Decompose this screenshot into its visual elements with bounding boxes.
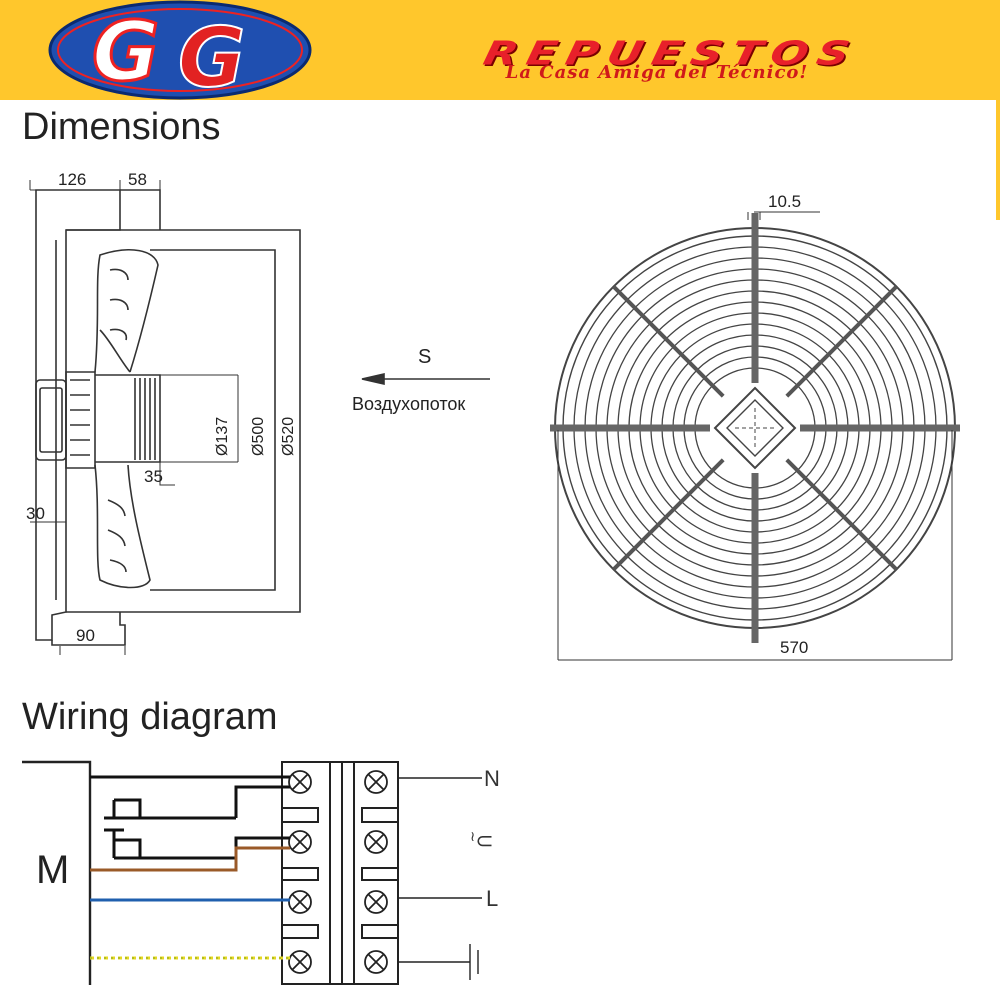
dim-58-label: 58 — [128, 170, 147, 189]
grille-spoke — [785, 285, 898, 398]
airflow-label: Воздухопоток — [352, 394, 466, 414]
dim-520-label: Ø520 — [280, 416, 297, 456]
terminal-screw-cross — [291, 893, 309, 911]
wiring-title: Wiring diagram — [22, 696, 278, 738]
terminal-screw-cross — [291, 773, 309, 791]
terminal-screw — [364, 770, 388, 794]
banner-edge — [996, 100, 1000, 220]
dimensions-title: Dimensions — [22, 106, 221, 148]
grille-spoke — [612, 285, 725, 398]
grille-spoke — [785, 458, 898, 571]
grille-hub-inner — [726, 399, 784, 457]
terminal-screw — [364, 950, 388, 974]
dim-500-label: Ø500 — [250, 416, 267, 456]
dim-bolt-label: 10.5 — [768, 192, 802, 211]
terminal-screw — [364, 830, 388, 854]
terminal-screw — [288, 950, 312, 974]
terminal-screw-cross — [291, 833, 309, 851]
front-view-drawing — [550, 213, 960, 643]
motor-label: M — [36, 848, 70, 892]
grille-hub — [713, 386, 797, 470]
terminal-l-label: L — [486, 886, 499, 911]
gg-logo: G G — [48, 0, 312, 100]
grille-spoke — [612, 458, 725, 571]
terminal-screw-cross — [367, 773, 385, 791]
terminal-screw-cross — [367, 953, 385, 971]
terminal-n-label: N — [484, 766, 500, 791]
svg-text:G: G — [178, 11, 245, 100]
dim-126-label: 126 — [58, 170, 87, 189]
airflow-letter: S — [418, 346, 432, 368]
dim-137-label: Ø137 — [214, 416, 231, 456]
dim-90-label: 90 — [76, 626, 95, 645]
dim-width-label: 570 — [780, 638, 809, 657]
terminal-screw — [288, 830, 312, 854]
terminal-cap-label: ≀⊂ — [470, 828, 494, 853]
side-view-drawing — [29, 180, 301, 655]
airflow-arrow — [361, 372, 490, 386]
wiring-drawing — [22, 760, 482, 985]
front-view-dims — [557, 211, 953, 661]
svg-text:G: G — [92, 5, 159, 100]
terminal-screw — [288, 890, 312, 914]
terminal-screw-cross — [367, 833, 385, 851]
brand-tagline: La Casa Amiga del Técnico! — [505, 62, 809, 83]
terminal-screw-cross — [367, 893, 385, 911]
terminal-screw — [288, 770, 312, 794]
dim-30-label: 30 — [26, 504, 45, 523]
terminal-screw — [364, 890, 388, 914]
dim-35-label: 35 — [144, 467, 163, 486]
header-banner: G G REPUESTOS La Casa Amiga del Técnico! — [0, 0, 1000, 100]
terminal-screw-cross — [291, 953, 309, 971]
